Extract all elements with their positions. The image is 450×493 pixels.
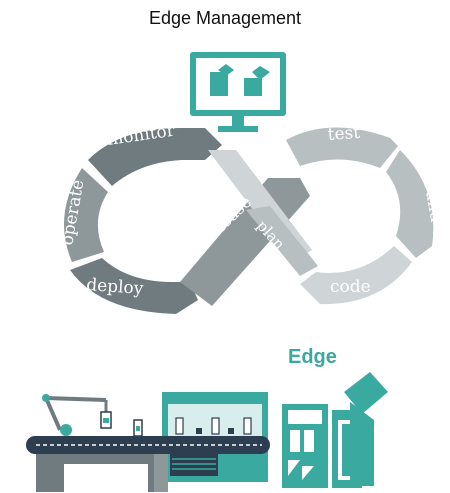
edge-device-icon	[282, 372, 388, 488]
monitor-icon	[190, 52, 286, 132]
page-title: Edge Management	[148, 8, 302, 28]
bottle-icon	[133, 419, 143, 437]
label-deploy: deploy	[86, 275, 145, 299]
segment-deploy	[70, 258, 198, 314]
segment-code	[300, 246, 412, 305]
label-code: code	[330, 277, 371, 297]
conveyor-belt-icon	[26, 436, 270, 492]
segment-plan	[246, 206, 318, 276]
segment-test	[286, 127, 398, 168]
label-test: test	[327, 123, 361, 145]
factory-scene	[26, 372, 388, 492]
edge-label: Edge	[288, 346, 337, 368]
infinity-loop: monitor operate deploy release plan test…	[57, 121, 446, 314]
robot-arm-icon	[42, 394, 112, 436]
segment-build	[386, 150, 434, 258]
segment-operate	[64, 168, 108, 262]
segment-monitor	[88, 128, 222, 186]
